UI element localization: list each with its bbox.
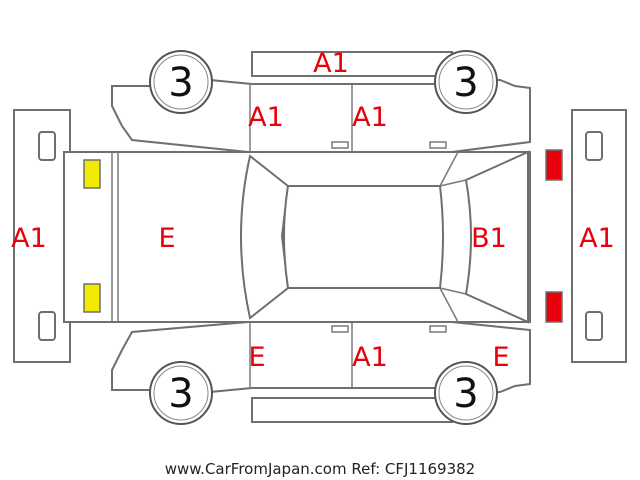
wheel-rear-left-number: 3	[453, 60, 478, 106]
wheel-front-left-number: 3	[168, 60, 193, 106]
code-roof-top-strip: A1	[313, 48, 349, 79]
rear-lamp-top	[545, 149, 563, 181]
code-rear-window-gate: B1	[471, 223, 507, 254]
code-front-right-fender: E	[248, 342, 265, 373]
wheel-rear-right-number: 3	[453, 371, 478, 417]
wheel-front-left: 3	[149, 50, 213, 114]
rear-bumper	[571, 109, 627, 363]
wheel-front-right: 3	[149, 361, 213, 425]
windshield	[240, 154, 290, 320]
code-rear-bumper: A1	[579, 223, 615, 254]
roof-strip-top	[251, 51, 453, 77]
roof-strip-bottom	[251, 397, 453, 423]
wheel-front-right-number: 3	[168, 371, 193, 417]
rear-window	[464, 150, 529, 324]
wheel-rear-left: 3	[434, 50, 498, 114]
code-rear-right-door: A1	[352, 342, 388, 373]
wheel-rear-right: 3	[434, 361, 498, 425]
code-front-left-door: A1	[248, 102, 284, 133]
front-lamp-top	[83, 159, 101, 189]
code-hood: E	[158, 223, 175, 254]
code-front-bumper: A1	[11, 223, 47, 254]
footer-reference-text: www.CarFromJapan.com Ref: CFJ1169382	[165, 460, 475, 478]
code-rear-left-door: A1	[352, 102, 388, 133]
roof	[283, 185, 444, 289]
front-lamp-bottom	[83, 283, 101, 313]
code-rear-right-fender: E	[492, 342, 509, 373]
rear-lamp-bottom	[545, 291, 563, 323]
front-bumper	[13, 109, 71, 363]
